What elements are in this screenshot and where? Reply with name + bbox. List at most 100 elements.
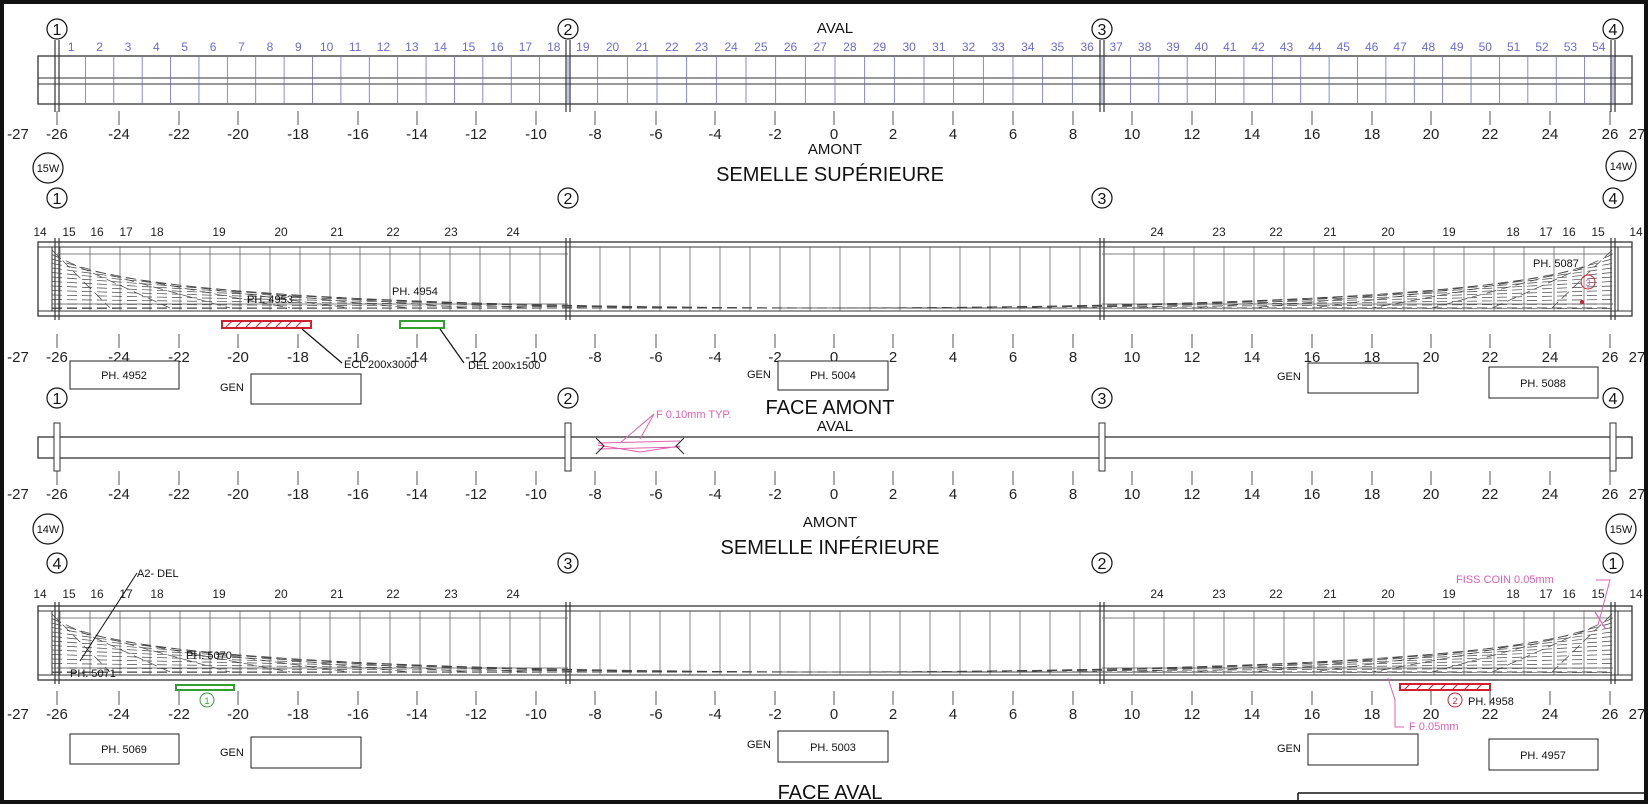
tag-circle-14w-amont [1605, 150, 1637, 182]
axis-tick-label-3: 26 [1602, 486, 1619, 503]
face-aval-elevation-strand [51, 627, 291, 673]
axis-tick-label-2: -27 [7, 349, 29, 366]
axis-tick-label-3: 10 [1124, 486, 1141, 503]
photo-box-5004 [777, 360, 889, 391]
callout-f005: F 0.05mm [1409, 721, 1459, 733]
axis-tick-label-2: 14 [1244, 349, 1261, 366]
face-amont-elevation-strand [51, 272, 411, 309]
face-amont-elevation-stud-label: 24 [1150, 225, 1164, 239]
panel-number: 21 [635, 40, 649, 54]
f005-leader [1387, 677, 1404, 728]
axis-tick-label-4: 26 [1602, 706, 1619, 723]
photo-box-5088 [1488, 366, 1599, 399]
axis-tick-label-1: 22 [1482, 126, 1499, 143]
panel-number: 14 [434, 40, 448, 54]
face-aval-elevation-strand [891, 663, 1613, 673]
grid-marker-face_aval-2-label: 2 [1098, 556, 1107, 573]
panel-number: 12 [377, 40, 391, 54]
photo-box-4957-label: PH. 4957 [1520, 750, 1566, 762]
face-amont-elevation-end-stiffener [37, 246, 53, 312]
defect-del-green-aval [175, 684, 235, 691]
grid-marker-face_amont-2-circle [1091, 187, 1113, 209]
axis-tick-label-3: 4 [949, 486, 957, 503]
axis-tick-label-4: 14 [1244, 706, 1261, 723]
axis-tick-label-4: -2 [768, 706, 781, 723]
axis-tick-label-3: -2 [768, 486, 781, 503]
grid-marker-face_amont-3-label: 4 [1609, 191, 1618, 208]
axis-tick-label-4: -4 [708, 706, 721, 723]
panel-number: 39 [1166, 40, 1180, 54]
face-amont-elevation-stud-label: 18 [150, 225, 164, 239]
aval-label-bottom-flange: AVAL [817, 418, 853, 435]
panel-number: 2 [96, 40, 103, 54]
panel-number: 36 [1080, 40, 1094, 54]
axis-tick-label-1: 12 [1184, 126, 1201, 143]
face-amont-elevation-strand [51, 290, 651, 309]
gen-label-amont-left: GEN [220, 382, 244, 394]
axis-tick-label-1: -14 [406, 126, 428, 143]
axis-tick-label-4: 22 [1482, 706, 1499, 723]
face-amont-elevation-stud-label: 15 [62, 225, 76, 239]
face-aval-elevation-strand [51, 645, 531, 673]
photo-box-5003 [777, 730, 889, 763]
axis-tick-label-1: 4 [949, 126, 957, 143]
face-amont-elevation-strand [51, 263, 291, 309]
axis-tick-label-4: -22 [168, 706, 190, 723]
panel-number: 31 [932, 40, 946, 54]
gen-label-amont-center: GEN [747, 369, 771, 381]
crack-sketch [597, 440, 681, 453]
axis-tick-label-1: 16 [1304, 126, 1321, 143]
amont-label-top: AMONT [808, 141, 862, 158]
title-face-amont: FACE AMONT [766, 397, 895, 419]
panel-number: 5 [181, 40, 188, 54]
panel-number: 8 [267, 40, 274, 54]
axis-tick-label-3: -27 [7, 486, 29, 503]
panel-number: 54 [1592, 40, 1606, 54]
callout-del: DEL 200x1500 [468, 360, 540, 372]
panel-number: 42 [1251, 40, 1265, 54]
panel-number: 51 [1507, 40, 1521, 54]
defect-red-hatch [1403, 683, 1483, 691]
axis-tick-label-3: -18 [287, 486, 309, 503]
face-amont-elevation-stud-label: 17 [119, 225, 133, 239]
bottom-flange-splice [564, 422, 572, 472]
face-aval-elevation-stud-label: 21 [330, 587, 344, 601]
grid-marker-face_amont-2-label: 3 [1098, 191, 1107, 208]
axis-tick-label-2: -16 [347, 349, 369, 366]
panel-number: 17 [519, 40, 533, 54]
defect-del-green [399, 320, 445, 329]
face-aval-elevation-strand [51, 654, 651, 673]
axis-tick-label-1: -27 [7, 126, 29, 143]
face-aval-elevation-strand [51, 640, 471, 673]
axis-tick-label-2: -14 [406, 349, 428, 366]
axis-tick-label-3: -16 [347, 486, 369, 503]
axis-tick-label-3: -22 [168, 486, 190, 503]
defect-dot [1580, 300, 1584, 304]
defect-red-aval [1399, 683, 1491, 691]
note-circle-3: 3 [1585, 278, 1590, 288]
panel-number: 53 [1564, 40, 1578, 54]
face-amont-elevation-stud-label: 17 [1539, 225, 1553, 239]
face-aval-elevation-stud-label: 18 [150, 587, 164, 601]
panel-number: 26 [784, 40, 798, 54]
axis-tick-label-2: 16 [1304, 349, 1321, 366]
face-aval-elevation-stud-label: 17 [119, 587, 133, 601]
axis-tick-label-4: 0 [830, 706, 838, 723]
face-aval-elevation-end-stiffener [37, 610, 53, 676]
axis-tick-label-2: -4 [708, 349, 721, 366]
axis-tick-label-4: 18 [1364, 706, 1381, 723]
axis-tick-label-2: 6 [1009, 349, 1017, 366]
axis-tick-label-1: 6 [1009, 126, 1017, 143]
gen-label-aval-center: GEN [747, 739, 771, 751]
axis-tick-label-1: -8 [588, 126, 601, 143]
grid-marker-semelle_sup-3-label: 4 [1609, 22, 1618, 39]
panel-number: 1 [68, 40, 75, 54]
photo-box-5088-label: PH. 5088 [1520, 378, 1566, 390]
face-aval-elevation-strand [831, 667, 1613, 673]
axis-tick-label-4: -18 [287, 706, 309, 723]
photo-box-5003-label: PH. 5003 [810, 742, 856, 754]
face-aval-elevation-stud-label: 16 [1562, 587, 1576, 601]
photo-ref-5087: PH. 5087 [1533, 258, 1579, 270]
photo-box-4952 [69, 360, 180, 390]
